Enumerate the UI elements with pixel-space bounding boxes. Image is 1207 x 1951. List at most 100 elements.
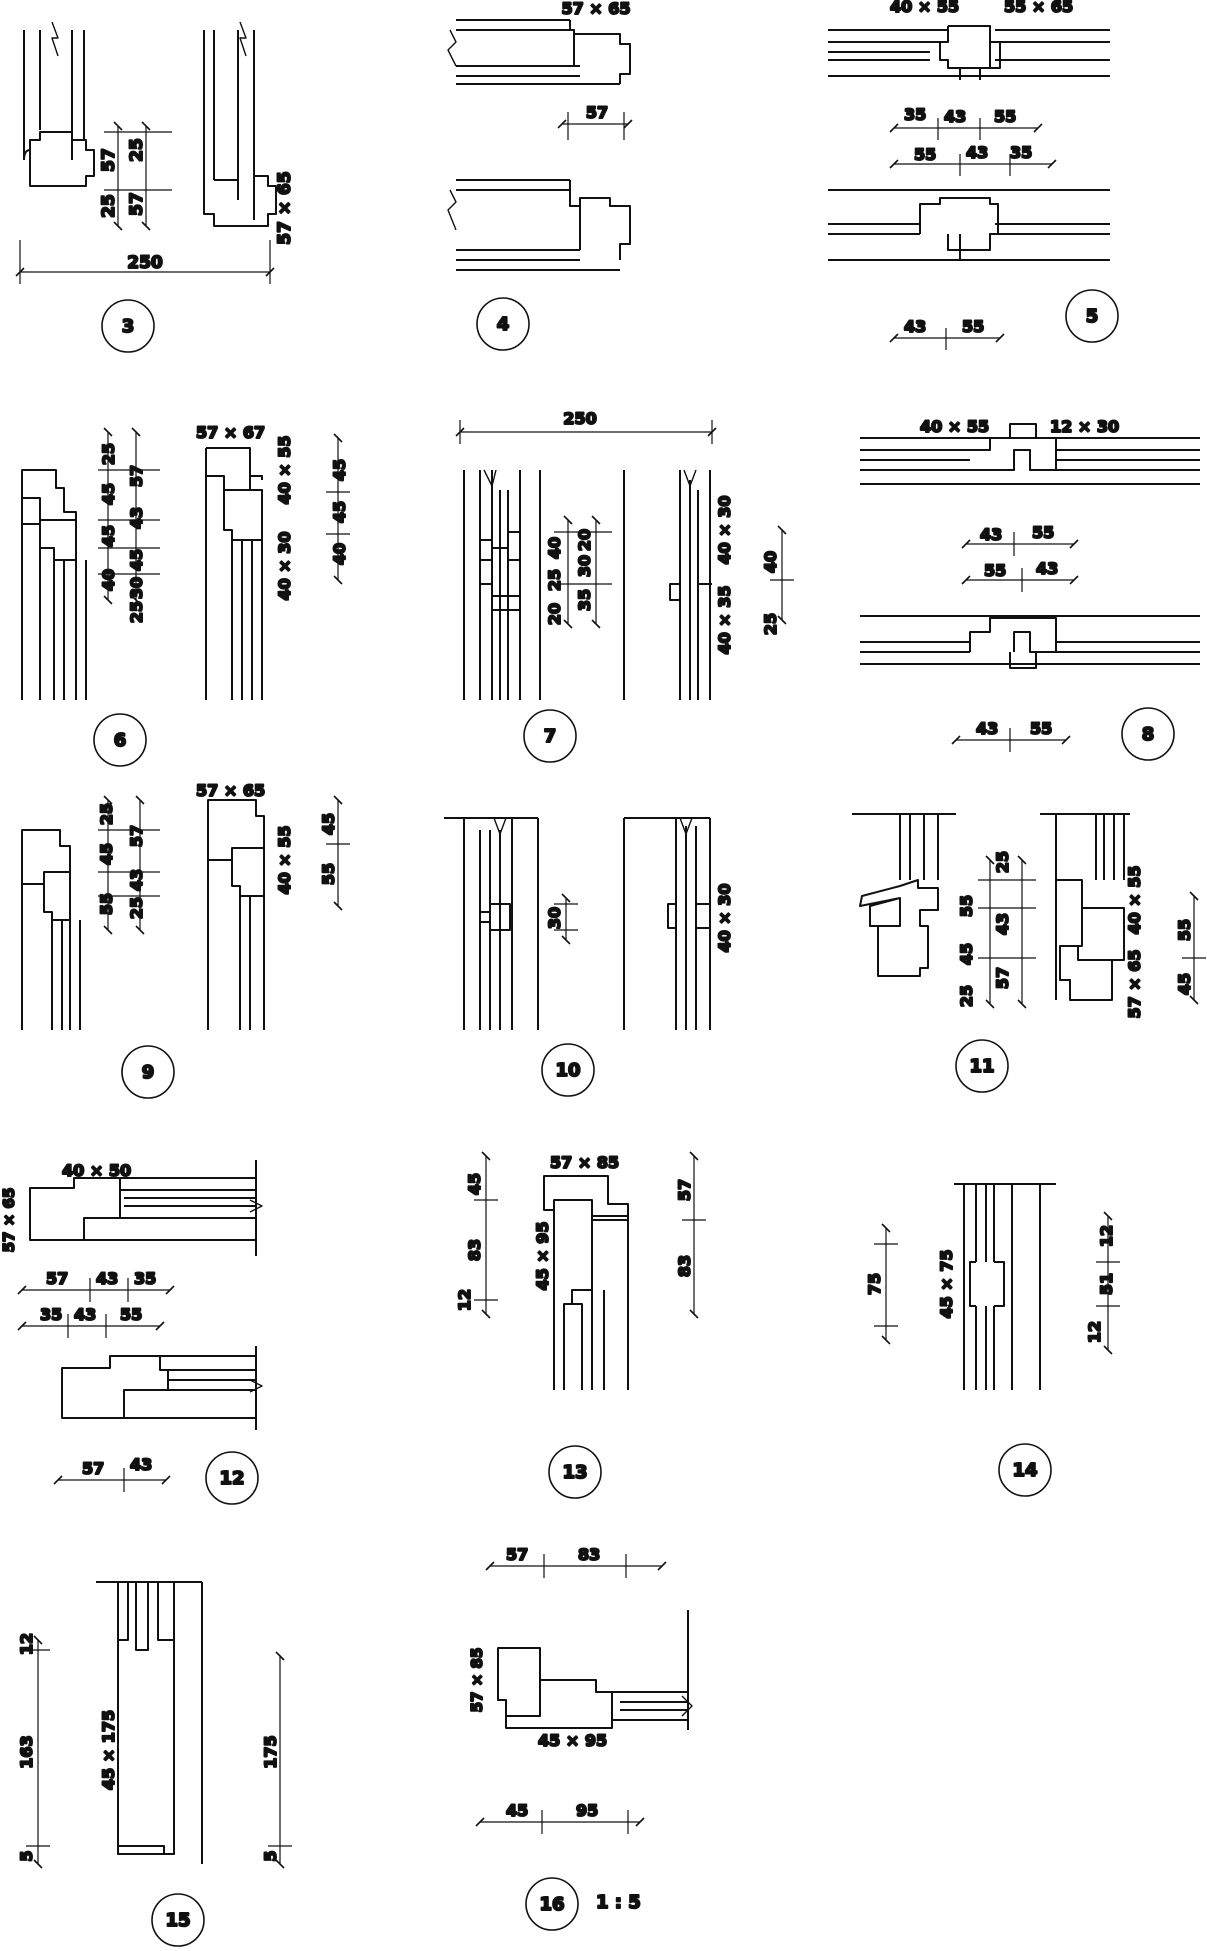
detail-7-label-40x30: 40 × 30 [715, 495, 734, 564]
detail-6-right-profile [205, 447, 263, 700]
detail-13-label-12: 12 [455, 1289, 474, 1311]
detail-11-label-43: 43 [993, 913, 1012, 935]
detail-8-top-profile [860, 423, 1200, 485]
detail-5-label-35a: 35 [904, 105, 926, 124]
detail-4: 57 × 65 57 4 [447, 0, 633, 351]
detail-12-label-57b: 57 [82, 1459, 104, 1478]
detail-8-label-43a: 43 [980, 525, 1002, 544]
detail-5-bottom-profile [828, 189, 1110, 261]
detail-8-label-40x55: 40 × 55 [920, 417, 989, 436]
detail-14-label-12a: 12 [1097, 1225, 1116, 1247]
detail-9-label-25: 25 [97, 803, 116, 825]
detail-9: 57 × 65 40 × 55 25 45 57 55 25 43 45 55 … [21, 780, 350, 1099]
detail-8: 40 × 55 12 × 30 43 55 55 43 43 55 8 [860, 416, 1200, 761]
detail-6-label-57: 57 [127, 465, 146, 487]
detail-9-label-55b: 55 [319, 863, 338, 885]
detail-6-label-57x67: 57 × 67 [196, 423, 265, 442]
detail-10-number: 10 [555, 1060, 580, 1081]
detail-14: 75 45 × 75 12 51 12 14 [864, 1183, 1120, 1497]
detail-15-label-175: 175 [261, 1735, 280, 1768]
detail-3: 250 57 25 25 57 57 × 65 3 [15, 21, 296, 353]
detail-6: 57 × 67 40 × 55 40 × 30 25 45 57 45 43 4… [21, 422, 350, 767]
detail-11-label-25a: 25 [993, 851, 1012, 873]
detail-12-label-43b: 43 [74, 1305, 96, 1324]
detail-13-label-57x85: 57 × 85 [550, 1153, 619, 1172]
detail-10-label-40x30: 40 × 30 [715, 883, 734, 952]
detail-12-label-40x50: 40 × 50 [62, 1161, 131, 1180]
detail-10-left-profile [444, 817, 539, 1030]
detail-12-bottom-profile [61, 1346, 263, 1430]
detail-15-number: 15 [165, 1910, 190, 1931]
detail-6-label-40b: 40 [330, 543, 349, 565]
detail-12-dimensions [17, 1278, 175, 1492]
detail-8-number-circle [1121, 707, 1175, 761]
detail-10-dimensions [554, 893, 578, 945]
detail-5-number-circle [1065, 289, 1119, 343]
detail-15-profile [96, 1581, 203, 1864]
detail-3-number: 3 [122, 316, 135, 337]
detail-13-label-83b: 83 [675, 1255, 694, 1277]
scale-label: 1 : 5 [596, 1892, 641, 1913]
detail-6-label-43: 43 [127, 507, 146, 529]
detail-7-label-250: 250 [563, 409, 596, 428]
detail-5-dimensions [889, 118, 1057, 350]
detail-9-number: 9 [142, 1062, 155, 1083]
detail-13-label-57: 57 [675, 1179, 694, 1201]
detail-13-number: 13 [562, 1462, 587, 1483]
detail-4-top-profile [447, 19, 631, 85]
detail-15-label-45x175: 45 × 175 [99, 1710, 118, 1790]
detail-6-number: 6 [114, 730, 127, 751]
detail-11-label-55b: 55 [1175, 919, 1194, 941]
detail-8-label-43c: 43 [976, 719, 998, 738]
detail-15-label-5b: 5 [261, 1850, 280, 1861]
detail-6-label-45d: 45 [330, 459, 349, 481]
detail-9-label-43: 43 [127, 869, 146, 891]
detail-3-number-circle [101, 299, 155, 353]
detail-7-label-40: 40 [545, 537, 564, 559]
detail-14-dimensions [874, 1211, 1120, 1355]
detail-16-label-95: 95 [576, 1801, 598, 1820]
detail-12-label-55: 55 [120, 1305, 142, 1324]
detail-12-top-profile [29, 1160, 263, 1256]
detail-9-label-55: 55 [97, 893, 116, 915]
detail-10-right-profile [623, 817, 711, 1030]
detail-3-right-profile [203, 21, 277, 227]
detail-9-label-57x65: 57 × 65 [196, 781, 265, 800]
detail-7-label-20b: 20 [575, 529, 594, 551]
detail-3-dimensions [15, 121, 275, 284]
detail-13: 57 × 85 45 83 12 45 × 95 57 83 13 [454, 1151, 706, 1499]
detail-16: 57 83 57 × 85 45 × 95 45 95 16 1 : 5 [467, 1544, 693, 1931]
detail-11-label-57x65: 57 × 65 [1125, 949, 1144, 1018]
detail-5-label-55a: 55 [994, 107, 1016, 126]
detail-9-left-profile [21, 829, 81, 1030]
detail-13-label-45x95: 45 × 95 [533, 1221, 552, 1290]
detail-6-number-circle [93, 713, 147, 767]
detail-4-dimensions [557, 112, 633, 140]
detail-9-label-45b: 45 [319, 813, 338, 835]
detail-15-number-circle [151, 1893, 205, 1947]
detail-12-label-43a: 43 [96, 1269, 118, 1288]
detail-5-label-55c: 55 [962, 317, 984, 336]
detail-9-number-circle [121, 1045, 175, 1099]
detail-4-label-57: 57 [586, 103, 608, 122]
detail-14-label-12b: 12 [1085, 1321, 1104, 1343]
detail-5: 40 × 55 55 × 65 35 43 55 55 43 35 43 55 … [828, 0, 1119, 350]
detail-5-label-55b: 55 [914, 145, 936, 164]
detail-9-label-45: 45 [97, 843, 116, 865]
detail-5-top-profile [828, 25, 1110, 80]
detail-11-label-45: 45 [957, 943, 976, 965]
detail-6-label-45a: 45 [99, 483, 118, 505]
detail-15: 12 163 5 45 × 175 175 5 15 [16, 1581, 292, 1947]
detail-16-number: 16 [539, 1894, 564, 1915]
detail-11-number-circle [955, 1039, 1009, 1093]
detail-11: 25 55 45 43 25 57 57 × 65 40 × 55 45 55 … [852, 813, 1206, 1093]
detail-9-label-40x55: 40 × 55 [275, 825, 294, 894]
detail-3-label-250: 250 [127, 253, 163, 273]
detail-3-left-profile [23, 21, 95, 187]
detail-8-label-12x30: 12 × 30 [1050, 417, 1119, 436]
detail-6-label-30: 30 [127, 577, 146, 599]
detail-4-number: 4 [497, 314, 510, 335]
detail-5-label-43b: 43 [966, 143, 988, 162]
detail-14-number: 14 [1012, 1460, 1037, 1481]
